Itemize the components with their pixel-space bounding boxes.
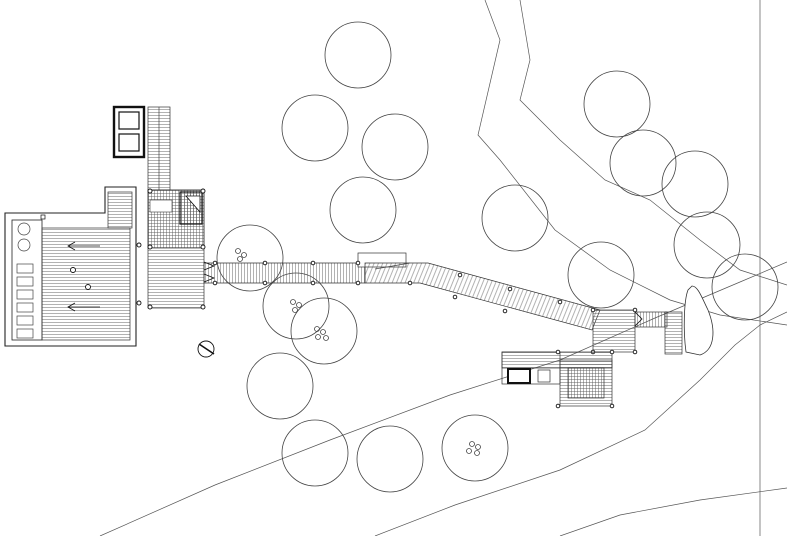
ramp	[364, 262, 601, 331]
tree	[281, 419, 349, 487]
lower-deck	[501, 349, 615, 409]
tree	[441, 414, 509, 482]
tree	[481, 184, 549, 252]
main-house	[4, 186, 137, 347]
tree	[356, 425, 424, 493]
tree	[583, 70, 651, 138]
landing-deck	[590, 307, 638, 355]
boulder	[683, 285, 714, 356]
annex-cabin	[112, 105, 146, 159]
tree	[216, 224, 284, 292]
entry-deck	[136, 188, 206, 310]
stair-to-annex	[147, 106, 171, 191]
outdoor-stair	[634, 311, 683, 355]
tree	[246, 352, 314, 420]
tree	[661, 150, 729, 218]
tree	[567, 241, 635, 309]
tree	[329, 176, 397, 244]
tree	[673, 211, 741, 279]
trees	[216, 21, 779, 493]
tree	[281, 94, 349, 162]
tree	[290, 297, 358, 365]
site-lines	[99, 0, 787, 536]
tree	[711, 253, 779, 321]
tree	[324, 21, 392, 89]
north-arrow	[197, 340, 215, 358]
tree	[609, 129, 677, 197]
tree	[361, 113, 429, 181]
